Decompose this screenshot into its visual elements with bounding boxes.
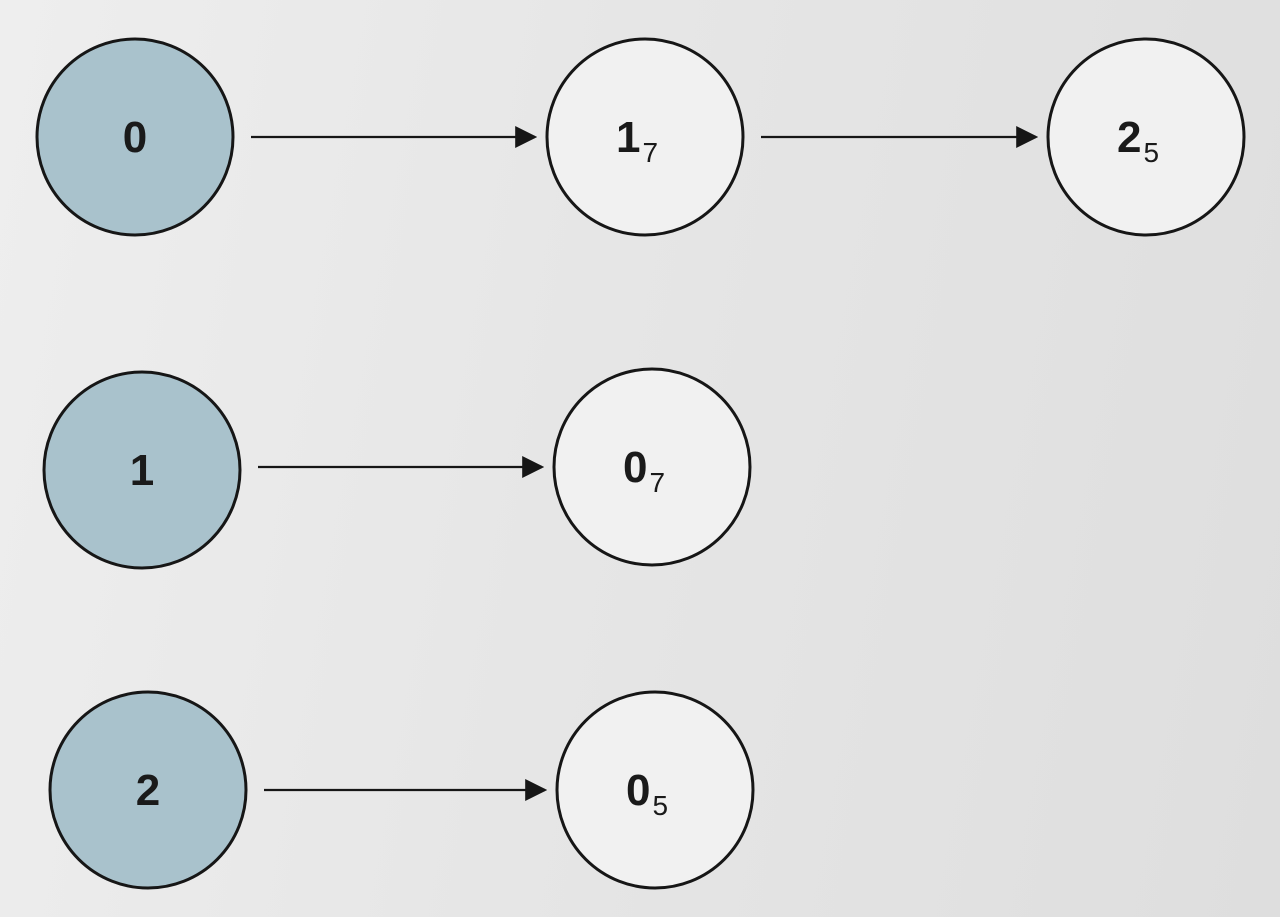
edge-weight: 5 [1143,137,1159,168]
list-node-label: 07 [623,443,665,498]
node-id: 0 [623,443,647,492]
node-id: 0 [626,766,650,815]
list-node-0 [552,367,752,567]
head-node-label: 1 [130,446,154,495]
list-node-2 [1046,37,1246,237]
edge-weight: 7 [649,467,665,498]
row-2: 2 05 [48,690,755,890]
node-id: 2 [1117,113,1141,162]
list-node-label: 25 [1117,113,1159,168]
list-node-label: 05 [626,766,668,821]
list-node-label: 17 [616,113,658,168]
list-node-1 [545,37,745,237]
head-node-1 [42,370,242,570]
list-node-0 [555,690,755,890]
head-node-0 [35,37,235,237]
head-node-2 [48,690,248,890]
edge-weight: 5 [652,790,668,821]
row-1: 1 07 [42,367,752,570]
node-id: 1 [616,113,640,162]
row-0: 0 17 25 [35,37,1246,237]
edge-weight: 7 [642,137,658,168]
head-node-label: 2 [136,766,160,815]
head-node-label: 0 [123,113,147,162]
